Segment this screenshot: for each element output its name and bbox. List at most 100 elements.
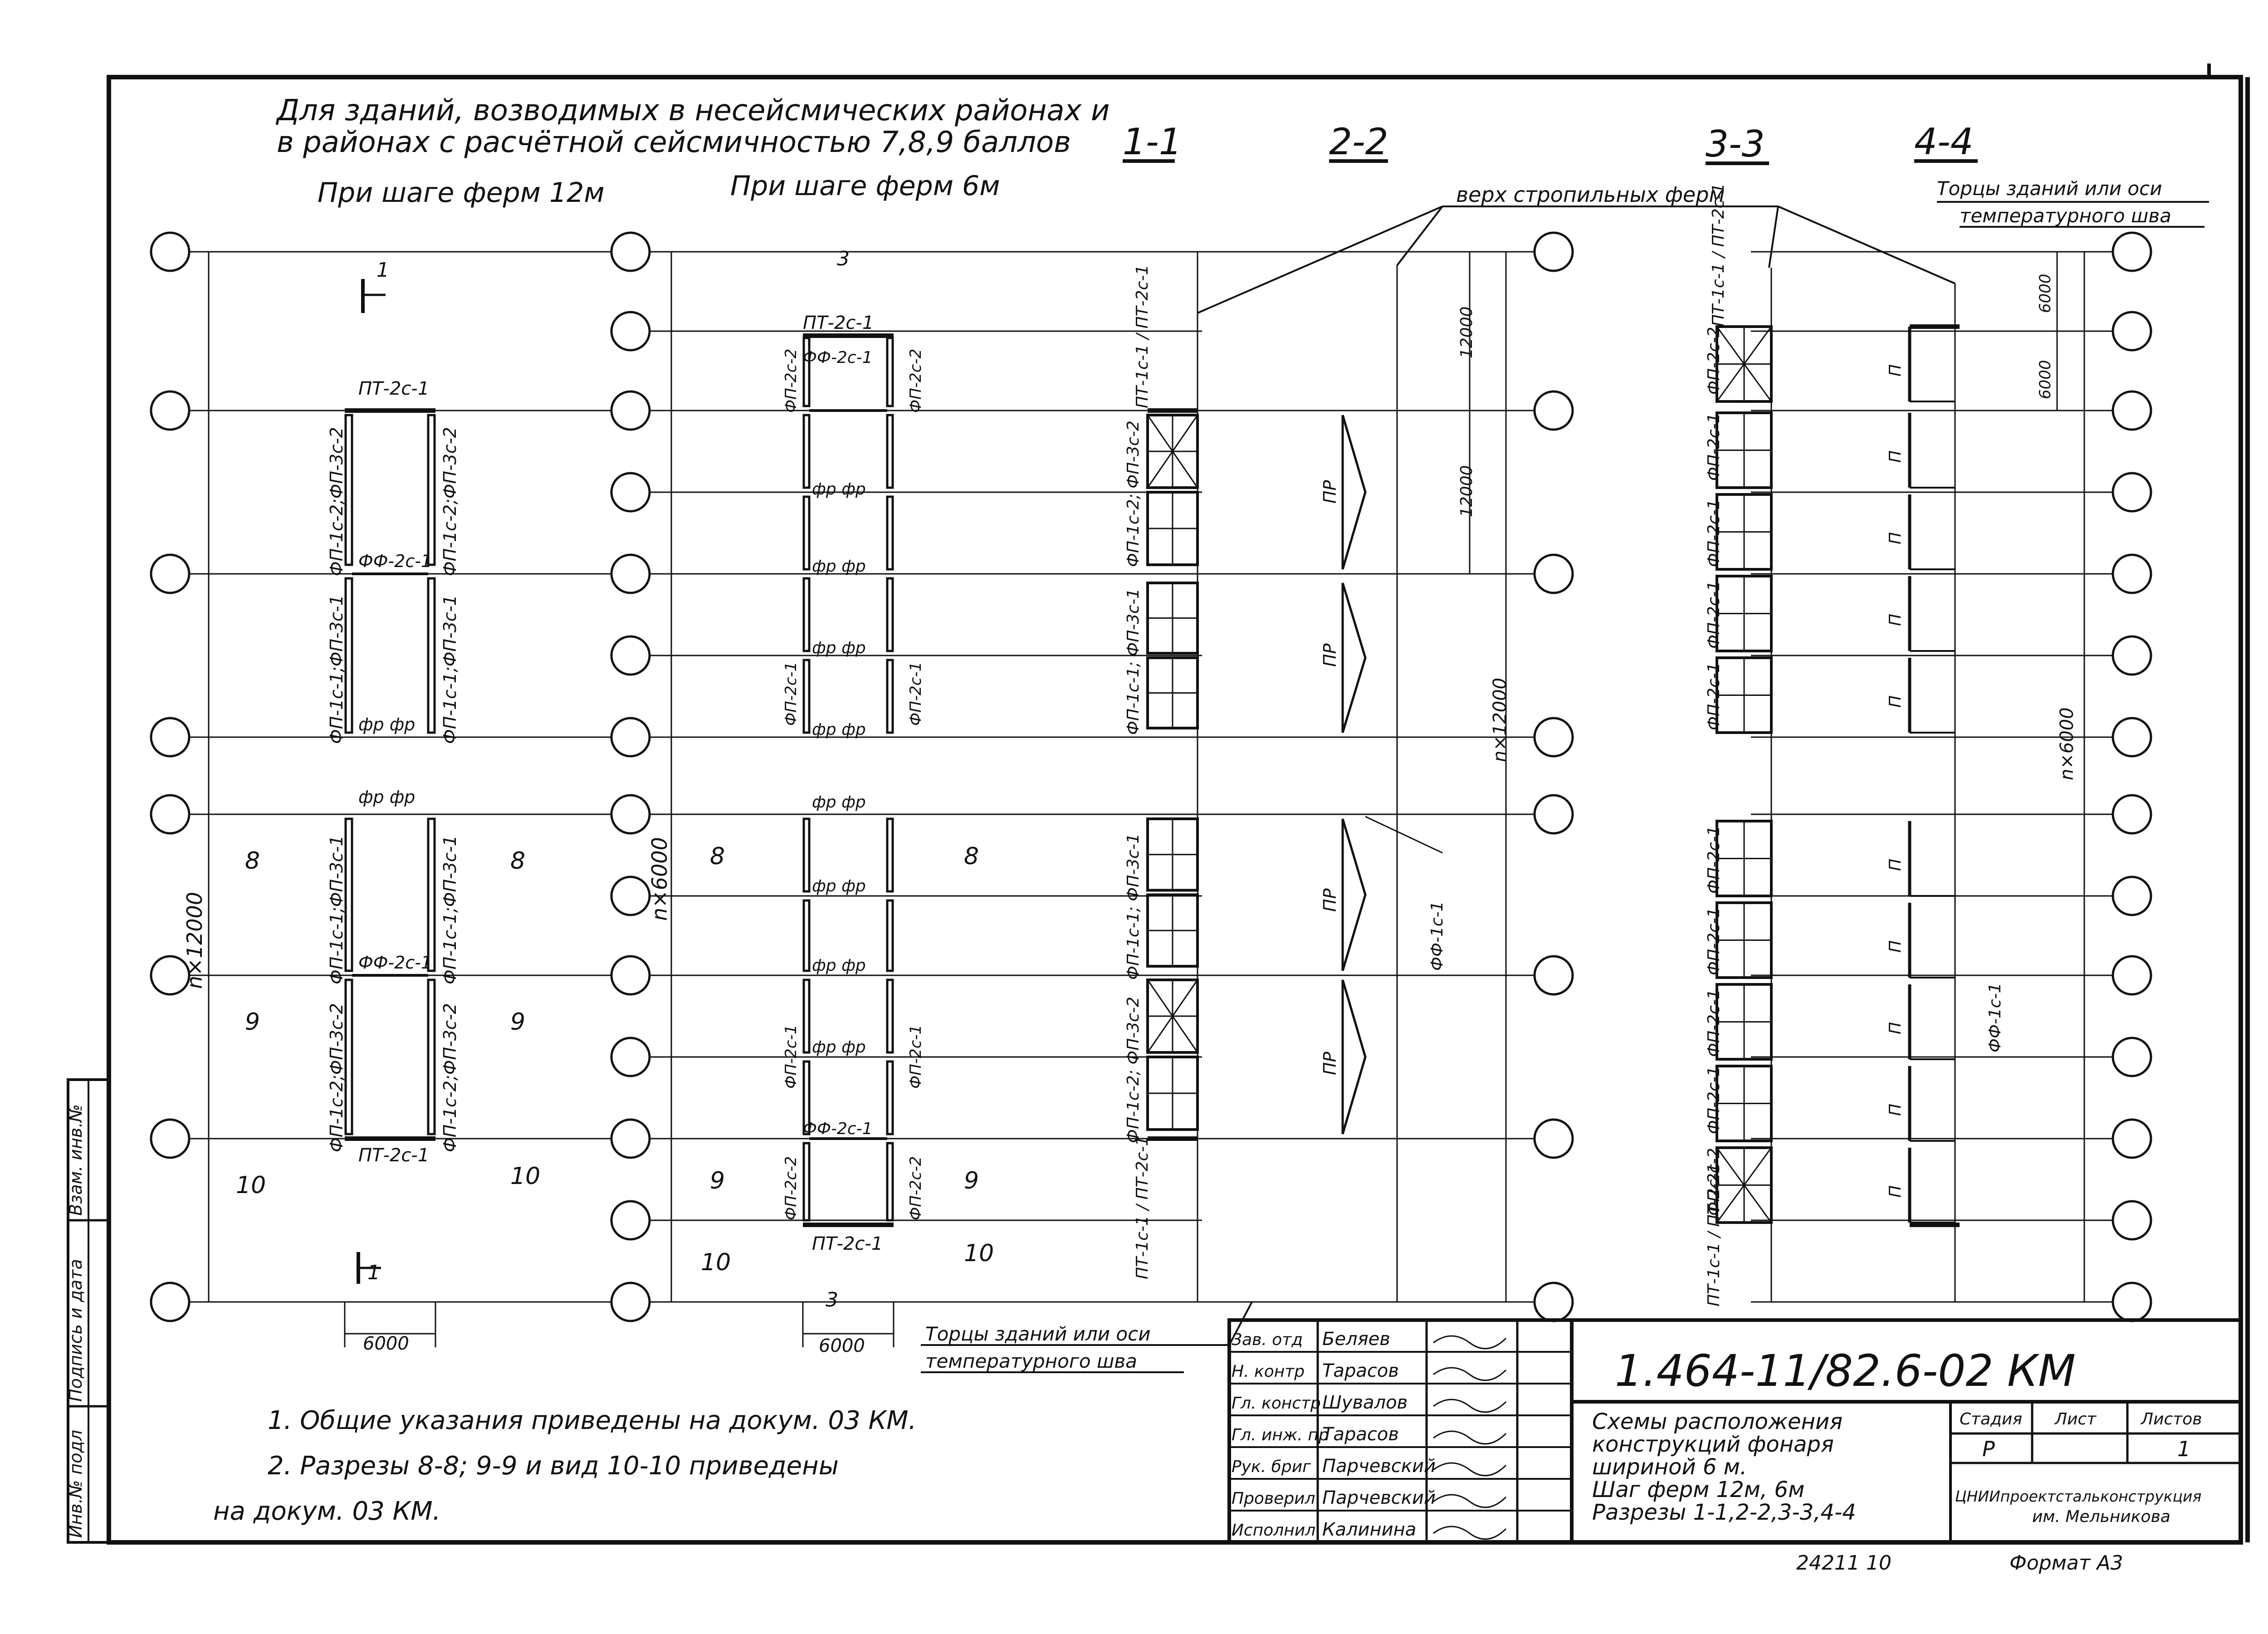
plan-truss-step-6m [802, 333, 894, 1347]
sec11-c1-top: ФП-1с-2; ФП-3с-2 [1124, 421, 1143, 567]
tb-sheets-value: 1 [2177, 1437, 2190, 1461]
axis-circle-sec2 [1533, 955, 1574, 996]
axis-circle-right [2112, 1200, 2152, 1241]
section-3-3 [1716, 325, 1773, 1224]
axis-circle-sec2 [1533, 390, 1574, 431]
sec33-c2-4: ФП-2с-1 [1705, 662, 1723, 730]
sec11-c2-top: ФП-1с-1; ФП-3с-1 [1124, 588, 1143, 735]
section-titles: 1-1 2-2 3-3 4-4 [1123, 121, 1978, 165]
plan12-ff-label: ФФ-2с-1 [358, 551, 432, 571]
sec44-p-label: П [1886, 1185, 1905, 1198]
axis-circle-mid [610, 1118, 651, 1159]
tb-desc-3: шириной 6 м. [1592, 1454, 1747, 1480]
plan6-dim-6000: 6000 [819, 1336, 865, 1356]
tb-signature [1433, 1462, 1507, 1477]
plan12-top-label: ПТ-2с-1 [358, 378, 429, 399]
sec33-c2-5: ФП-2с-1 [1705, 826, 1723, 894]
plan12-fr-label-2: фр фр [358, 787, 415, 807]
axis-circle-mid [610, 1200, 651, 1241]
plan6-fp21-left: ФП-2с-1 [782, 662, 800, 726]
section-title-4-4: 4-4 [1914, 121, 1974, 163]
plan12-cut-8-left: 8 [245, 847, 260, 875]
plan6-cut-10-right: 10 [964, 1240, 994, 1267]
sec11-c1-bottom: ФП-1с-2; ФП-3с-2 [1124, 997, 1143, 1143]
plan12-cut-10-right: 10 [510, 1163, 540, 1190]
plan6-fp21-right: ФП-2с-1 [907, 662, 925, 726]
axis-circle-right [2112, 390, 2152, 431]
section-title-1-1: 1-1 [1123, 121, 1182, 163]
sec22-dim-12000-a: 12000 [1457, 306, 1476, 358]
tb-role: Рук. бриг [1232, 1458, 1311, 1476]
axis-circle-sec2 [1533, 231, 1574, 272]
axis-circle-mid [610, 472, 651, 513]
tb-desc-4: Шаг ферм 12м, 6м [1592, 1477, 1804, 1502]
axis-circle-right [2112, 794, 2152, 835]
axis-circle-mid [610, 635, 651, 676]
panel-column-right [886, 1142, 894, 1222]
section-1-1 [1146, 408, 1199, 1141]
plan6-ff-label-2: ФФ-2с-1 [803, 1120, 873, 1138]
sec22-pr-3: ПР [1320, 888, 1340, 912]
heading-line-1: Для зданий, возводимых в несейсмических … [275, 94, 1110, 127]
sec11-panel-brace [1147, 979, 1198, 1053]
panel-column-left [802, 659, 811, 734]
axis-circle-right [2112, 635, 2152, 676]
sec44-p-label: П [1886, 364, 1905, 377]
panel-column-right [886, 414, 894, 489]
axis-circle-mid [610, 717, 651, 758]
plan6-fr-label-2: фр фр [812, 557, 866, 576]
tb-name: Тарасов [1322, 1424, 1399, 1445]
panel-column-right [886, 495, 894, 571]
panel-column-right [886, 577, 894, 652]
pr-truss [1341, 979, 1367, 1135]
panel-column-right [886, 899, 894, 972]
tb-stage-value: Р [1982, 1437, 1995, 1461]
panel-column-left [344, 414, 353, 566]
axis-circle-mid [610, 1282, 651, 1322]
tb-desc-5: Разрезы 1-1,2-2,3-3,4-4 [1592, 1500, 1856, 1525]
plan6-cut-8-left: 8 [710, 843, 725, 870]
axis-circle-left [150, 1118, 191, 1159]
plan12-dim-6000: 6000 [363, 1333, 409, 1354]
sec44-p-label: П [1886, 1104, 1905, 1116]
axis-circle-mid [610, 231, 651, 272]
panel-column-left [802, 337, 811, 407]
sec33-c2-1: ФП-2с-1 [1705, 413, 1723, 481]
note-1: 1. Общие указания приведены на докум. 03… [268, 1406, 916, 1435]
plan12-dim-n12000: n×12000 [182, 892, 207, 989]
plan12-col-b-right: ФП-1с-1;ФП-3с-1 [440, 595, 460, 744]
callout-truss-top: верх стропильных ферм [1456, 182, 1725, 207]
tb-role: Н. контр [1232, 1362, 1305, 1381]
tb-name: Беляев [1322, 1329, 1390, 1350]
panel-column-left [802, 495, 811, 571]
section-title-3-3: 3-3 [1706, 123, 1765, 165]
sec33-c1-bottom: ФП-2с-2 [1705, 1148, 1723, 1216]
plan12-cut-10-left: 10 [236, 1172, 266, 1199]
plan6-ff-label: ФФ-2с-1 [803, 348, 873, 367]
heading-line-2: в районах с расчётной сейсмичностью 7,8,… [277, 126, 1071, 159]
sec44-p-label: П [1886, 450, 1905, 463]
plan6-fp21-left-2: ФП-2с-1 [782, 1025, 800, 1089]
axis-circle-mid [610, 390, 651, 431]
sec11-pt-top: ПТ-1с-1 / ПТ-2с-1 [1133, 265, 1152, 408]
plan6-fr-label-4: фр фр [812, 720, 866, 739]
axis-circle-left [150, 231, 191, 272]
tb-role: Проверил [1232, 1489, 1315, 1508]
side-stamp-3: Инв.№ подл [66, 1430, 86, 1538]
plan12-bottom-label: ПТ-2с-1 [358, 1145, 429, 1166]
panel-column-right [427, 414, 436, 566]
tb-name: Калинина [1322, 1519, 1416, 1540]
plan6-fr-label-3: фр фр [812, 639, 866, 657]
sec44-p-label: П [1886, 1022, 1905, 1034]
tb-name: Парчевский [1322, 1487, 1436, 1508]
tb-name: Шувалов [1322, 1392, 1408, 1413]
panel-column-right [886, 978, 894, 1054]
axis-circle-left [150, 717, 191, 758]
axis-circle-sec2 [1533, 1118, 1574, 1159]
panel-column-left [802, 978, 811, 1054]
side-stamp-1: Взам. инв.№ [66, 1104, 86, 1216]
axis-circle-left [150, 390, 191, 431]
panel-column-right [886, 817, 894, 893]
axis-circle-right [2112, 1037, 2152, 1077]
